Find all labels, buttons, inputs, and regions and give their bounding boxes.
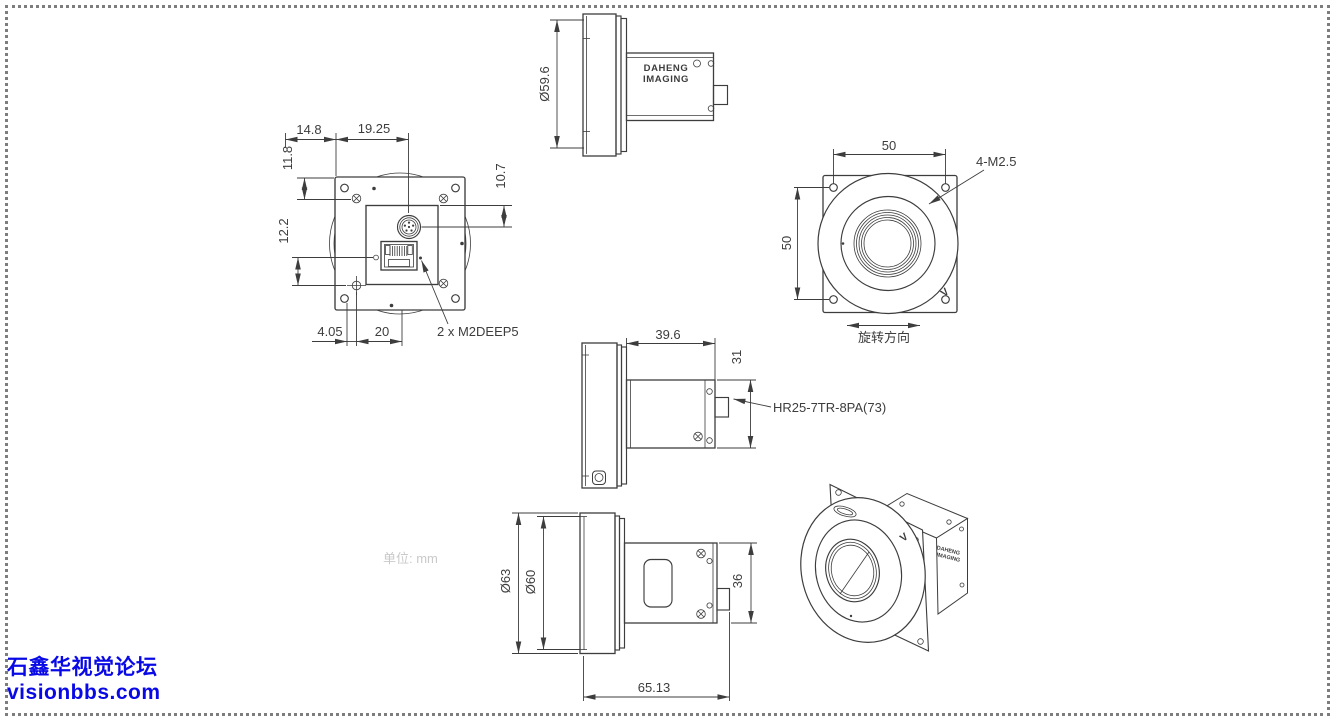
brand-logo-line2: IMAGING	[936, 552, 961, 564]
dim-39-6: 39.6	[655, 327, 680, 342]
hirose-connector	[396, 214, 422, 240]
dim-dia-59-6: Ø59.6	[537, 66, 552, 101]
watermark-line2: visionbbs.com	[7, 681, 161, 705]
hirose-connector-stub	[714, 396, 730, 418]
body-screw-hole	[706, 388, 713, 395]
dim-50-height: 50	[779, 236, 794, 250]
dim-dia-60: Ø60	[523, 570, 538, 595]
body-screw-icon	[696, 609, 706, 619]
iso-lens-ring: V	[800, 497, 926, 643]
front-view: V 50 50 4-M2.5 旋转方向	[779, 138, 1016, 345]
iso-slot	[833, 505, 857, 518]
flange-corner-holes	[340, 183, 460, 303]
iso-camera-body: DAHENG IMAGING	[875, 492, 969, 615]
registered-mark-icon	[693, 59, 701, 68]
brand-logo-line1: DAHENG	[644, 63, 689, 74]
body-screw-hole	[706, 437, 713, 444]
hirose-connector-stub	[716, 587, 731, 611]
dimension-lines	[512, 512, 757, 701]
index-dot	[841, 242, 845, 245]
screw-spec-label: 2 x M2DEEP5	[437, 324, 519, 339]
dim-10-7: 10.7	[493, 163, 508, 188]
body-screw-icon	[693, 431, 703, 442]
connector-spec-label: HR25-7TR-8PA(73)	[773, 400, 886, 415]
body-screw-icon	[696, 548, 706, 559]
side-view-bottom: Ø63 Ø60 36 65.13	[498, 512, 757, 701]
side-recess	[643, 558, 673, 608]
dim-20: 20	[375, 324, 389, 339]
rotation-index-mark: V	[939, 286, 952, 300]
rotation-direction-label: 旋转方向	[858, 330, 910, 345]
watermark: 石鑫华视觉论坛 visionbbs.com	[7, 655, 161, 705]
body-screw-hole	[706, 602, 713, 609]
dimension-lines	[626, 338, 772, 449]
screw-spec-label: 4-M2.5	[976, 154, 1016, 169]
dim-19-25: 19.25	[358, 121, 391, 136]
dim-11-8: 11.8	[280, 146, 295, 170]
watermark-line1: 石鑫华视觉论坛	[7, 656, 158, 679]
dimension-lines	[285, 133, 512, 346]
body-screw-hole	[706, 558, 713, 565]
dim-50-width: 50	[882, 138, 896, 153]
side-view-top: Ø59.6 DAHENG IMAGING	[537, 13, 729, 157]
lens-barrel	[581, 342, 618, 489]
dim-12-2: 12.2	[276, 218, 291, 243]
lens-barrel	[582, 13, 617, 157]
units-note: 单位: mm	[383, 551, 438, 566]
dim-dia-63: Ø63	[498, 569, 513, 594]
camera-body	[623, 542, 718, 624]
lens-barrel	[579, 512, 616, 655]
dim-65-13: 65.13	[638, 680, 671, 695]
dim-31: 31	[729, 350, 744, 364]
focus-lock-screw	[592, 470, 606, 485]
crosshair-datum-icon	[347, 276, 366, 295]
rear-view: 14.8 19.25 11.8 12.2 10.7 4.05 20 2 x M2…	[276, 121, 519, 346]
lens-thread-rings	[853, 209, 922, 278]
mount-screws	[351, 193, 449, 289]
body-screw-hole	[707, 60, 715, 67]
lens-mount-ring	[840, 195, 936, 292]
dimension-lines	[794, 149, 985, 329]
flange-edge	[615, 15, 628, 155]
dim-14-8: 14.8	[296, 122, 321, 137]
rj45-port	[380, 240, 418, 271]
isometric-view: DAHENG IMAGING V	[800, 483, 969, 652]
dim-4-05: 4.05	[317, 324, 342, 339]
dim-36: 36	[730, 574, 745, 588]
rear-connector-stub	[712, 84, 729, 106]
brand-logo-line2: IMAGING	[643, 74, 689, 85]
flange-edge	[614, 515, 626, 651]
top-view: 39.6 31 HR25-7TR-8PA(73)	[581, 327, 886, 489]
body-screw-hole	[707, 105, 715, 112]
camera-body	[625, 379, 716, 449]
dimension-lines	[550, 19, 584, 149]
small-screw-holes	[372, 186, 464, 308]
brand-logo-line1: DAHENG	[936, 545, 961, 557]
lens-mount-outer	[817, 172, 959, 315]
flange-edge	[616, 344, 628, 487]
